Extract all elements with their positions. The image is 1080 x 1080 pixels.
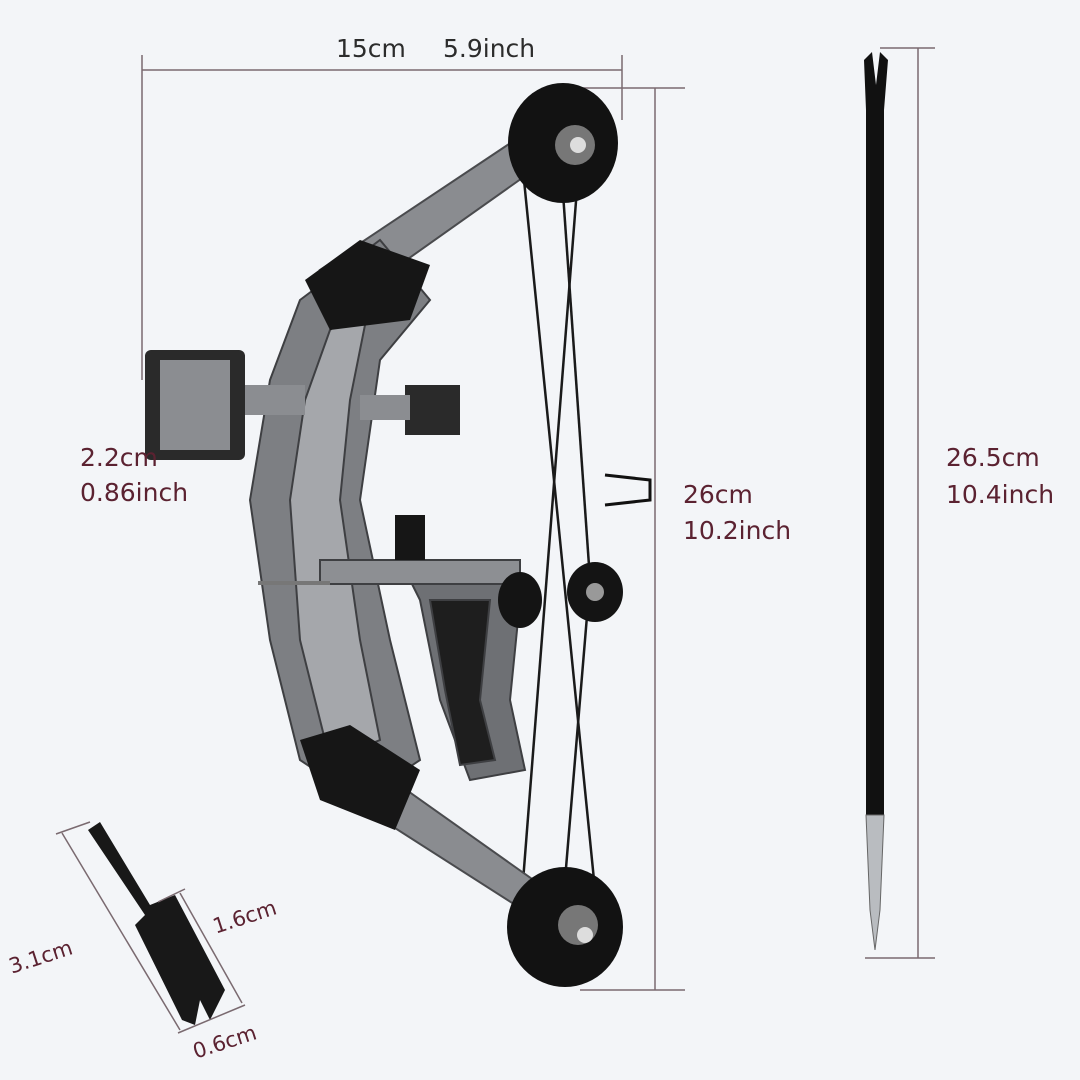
height-inch-label: 10.2inch [683, 516, 792, 545]
limb-pockets [300, 240, 430, 830]
width-inch-label: 5.9inch [443, 34, 536, 63]
top-cam [508, 83, 618, 203]
bottom-cam [507, 867, 623, 987]
arrow-cm-label: 26.5cm [946, 443, 1040, 472]
arrow-inch-label: 10.4inch [946, 480, 1055, 509]
sight-inch-label: 0.86inch [80, 478, 189, 507]
bow-riser [248, 238, 527, 802]
arrow-dimension-line [865, 47, 935, 959]
height-dimension-line [580, 87, 685, 991]
arrow [864, 52, 888, 951]
bow-sight [145, 350, 460, 460]
width-cm-label: 15cm [336, 34, 406, 63]
height-cm-label: 26cm [683, 480, 753, 509]
sight-cm-label: 2.2cm [80, 443, 158, 472]
nock-detail [55, 821, 246, 1034]
idler-wheels [498, 562, 623, 628]
bow-strings [518, 139, 602, 941]
string-peep [604, 473, 652, 507]
